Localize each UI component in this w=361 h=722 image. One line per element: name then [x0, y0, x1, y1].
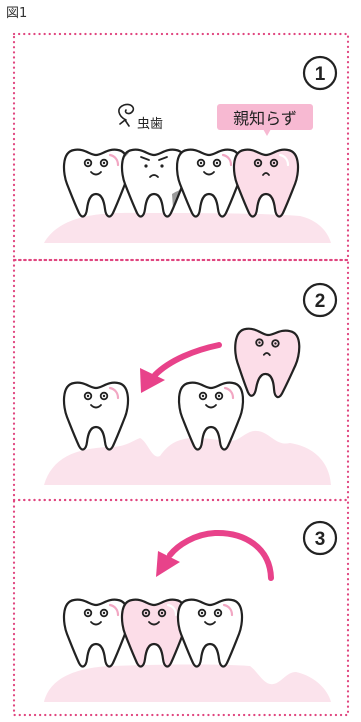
tooth: [64, 150, 128, 217]
germ-icon: [119, 105, 134, 120]
tooth: [178, 600, 242, 667]
wisdom-tooth: [122, 600, 186, 667]
svg-text:1: 1: [315, 64, 326, 85]
move-arrow: [140, 345, 219, 393]
tooth: [64, 383, 128, 450]
wisdom-tooth: [233, 328, 300, 398]
svg-text:3: 3: [315, 529, 326, 550]
step-number-3: 3: [304, 522, 336, 554]
wisdom-tooth: [234, 150, 298, 217]
svg-text:親知らず: 親知らず: [233, 109, 297, 128]
svg-text:2: 2: [315, 291, 326, 312]
wisdom-tooth-label: 親知らず: [217, 104, 313, 136]
step-number-2: 2: [304, 284, 336, 316]
panel-3: 3: [44, 522, 336, 702]
panel-1: 1: [44, 57, 336, 243]
tooth: [177, 150, 241, 217]
gum: [44, 665, 331, 703]
cavity-label: 虫歯: [119, 105, 163, 132]
tooth: [64, 600, 128, 667]
move-arrow: [156, 533, 271, 578]
svg-text:虫歯: 虫歯: [137, 117, 163, 132]
panel-2: 2: [44, 284, 336, 485]
step-number-1: 1: [304, 57, 336, 89]
gum: [44, 213, 331, 243]
